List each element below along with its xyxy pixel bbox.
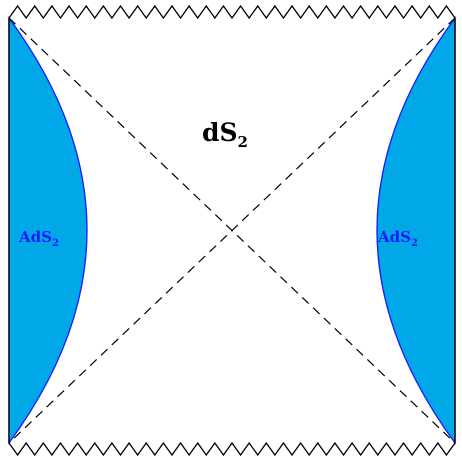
left-ads2-label-subscript: 2 xyxy=(52,238,59,249)
diagonal-horizon-2 xyxy=(8,17,456,444)
ds2-label-main: dS xyxy=(202,118,238,147)
left-ads2-region xyxy=(8,16,88,445)
ds2-label-subscript: 2 xyxy=(238,133,248,151)
right-ads2-label-subscript: 2 xyxy=(411,238,418,249)
right-ads2-label: AdS2 xyxy=(377,228,418,249)
right-ads2-label-main: AdS xyxy=(377,228,411,246)
right-ads2-region xyxy=(376,16,456,445)
left-ads2-label: AdS2 xyxy=(18,228,59,249)
left-ads2-label-main: AdS xyxy=(18,228,52,246)
zigzag-top-edge xyxy=(8,4,456,20)
ds2-label: dS2 xyxy=(202,118,248,151)
zigzag-bottom-edge xyxy=(8,441,456,457)
